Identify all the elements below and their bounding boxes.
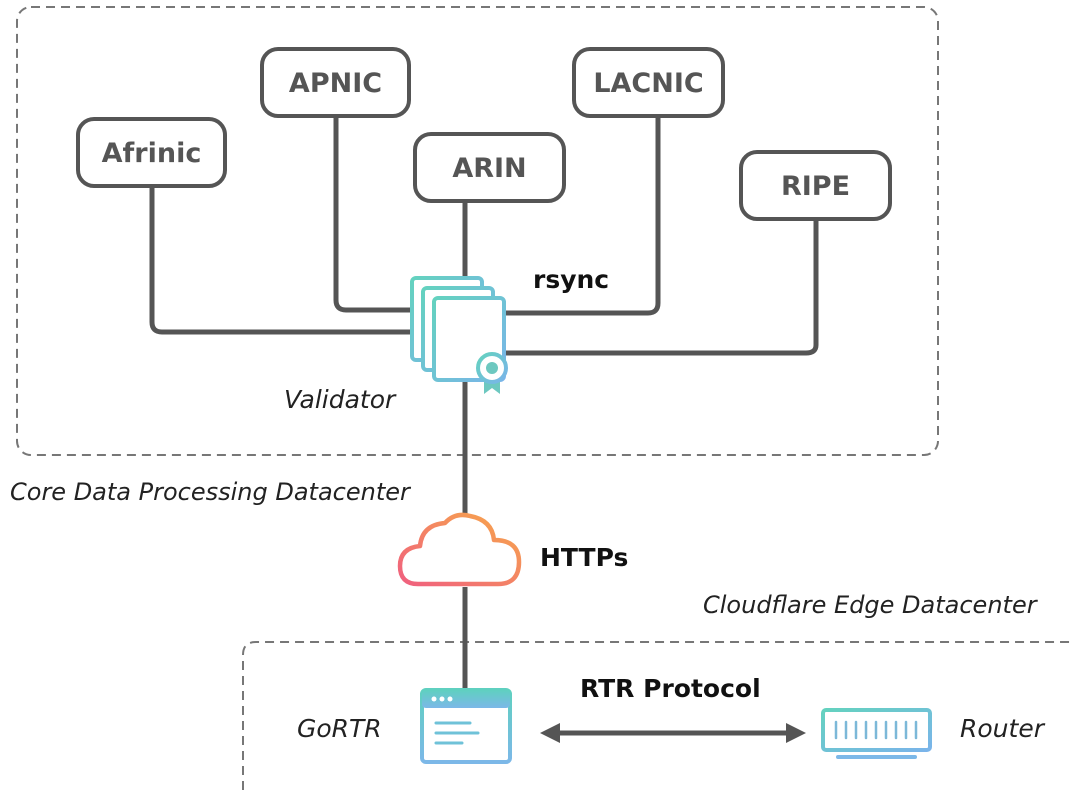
https-label: HTTPs xyxy=(540,543,628,572)
rir-connectors xyxy=(149,118,819,736)
ripe-box xyxy=(739,150,892,221)
validator-label: Validator xyxy=(284,385,397,414)
rtr-protocol-label: RTR Protocol xyxy=(580,674,761,703)
arin-box xyxy=(413,132,566,203)
apnic-label: APNIC xyxy=(289,68,382,99)
router-label: Router xyxy=(960,714,1046,743)
cloud-icon xyxy=(397,512,522,587)
connector-afrinic xyxy=(149,188,428,335)
connector-lacnic xyxy=(504,118,661,316)
connector-ripe xyxy=(504,221,819,356)
certificate-documents-icon xyxy=(410,276,508,394)
gortr-label: GoRTR xyxy=(297,714,382,743)
ripe-label: RIPE xyxy=(781,171,850,202)
core-datacenter-label: Core Data Processing Datacenter xyxy=(10,478,412,506)
rtr-arrow-left-head xyxy=(540,723,560,743)
afrinic-label: Afrinic xyxy=(102,138,202,169)
arin-label: ARIN xyxy=(452,153,526,184)
edge-datacenter-label: Cloudflare Edge Datacenter xyxy=(703,591,1039,619)
apnic-box xyxy=(260,47,411,118)
core-datacenter-zone xyxy=(16,6,939,456)
afrinic-box xyxy=(76,117,227,188)
edge-datacenter-zone xyxy=(242,641,1072,790)
network-router-icon xyxy=(821,708,932,759)
browser-window-icon xyxy=(420,688,512,764)
rsync-label: rsync xyxy=(533,265,609,294)
rtr-arrow-right-head xyxy=(786,723,806,743)
connector-apnic xyxy=(333,118,428,313)
lacnic-box xyxy=(572,47,725,118)
lacnic-label: LACNIC xyxy=(593,68,703,99)
